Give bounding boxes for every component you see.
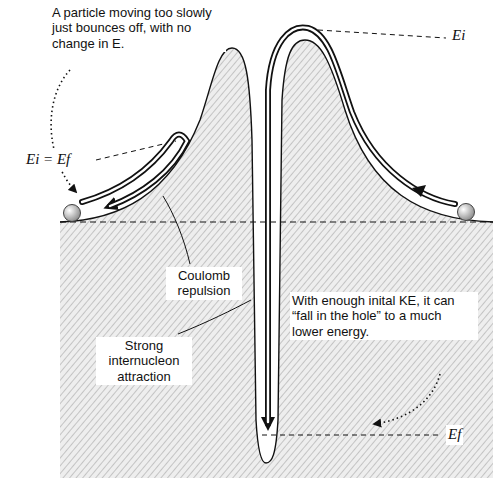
leader-line <box>178 300 251 334</box>
capture-path-outline <box>268 27 455 424</box>
energy-level-dashed <box>318 30 446 38</box>
note-text: A particle moving too slowly just bounce… <box>50 4 226 52</box>
energy-label: Ei <box>450 26 467 46</box>
direction-arrowhead <box>412 185 426 197</box>
shaded-region-hatch <box>60 40 493 478</box>
shaded-region <box>60 40 493 478</box>
potential-curve <box>60 40 493 463</box>
energy-label: Ei = Ef <box>24 150 72 170</box>
leader-line <box>163 196 190 264</box>
bounce-path-outline <box>82 135 187 207</box>
bounce-path-inner <box>82 135 187 207</box>
region-label: Strong internucleon attraction <box>96 337 192 385</box>
dotted-arrow <box>374 374 440 424</box>
baseline-dashed <box>60 222 493 223</box>
region-label: Coulomb repulsion <box>166 267 242 300</box>
particle <box>64 205 81 222</box>
energy-label: Ef <box>446 425 463 445</box>
energy-level-dashed <box>262 435 440 436</box>
particle <box>458 204 475 221</box>
capture-path-inner <box>268 27 455 422</box>
note-text: With enough inital KE, it can “fall in t… <box>290 292 478 340</box>
dotted-arrow <box>51 70 76 192</box>
